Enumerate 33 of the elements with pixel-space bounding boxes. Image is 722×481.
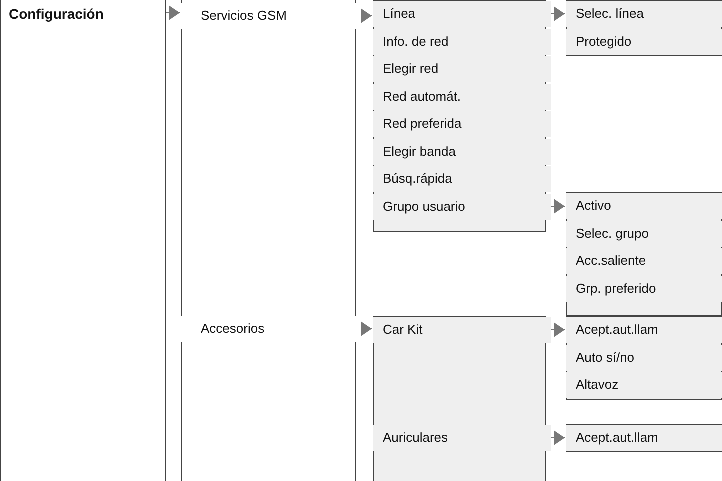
menu-item: Auto sí/no (566, 344, 722, 370)
submenu-panel (566, 192, 722, 316)
menu-item: Red automát. (373, 84, 551, 110)
menu-item: Elegir red (373, 56, 551, 82)
menu-item: Red preferida (373, 111, 551, 137)
menu-item: Protegido (566, 28, 722, 54)
menu-item: Selec. grupo (566, 220, 722, 246)
arrow (550, 199, 566, 214)
menu-item: Accesorios (181, 316, 361, 342)
menu-item: Grp. preferido (566, 276, 722, 302)
menu-item: Auriculares (373, 425, 551, 451)
menu-column: Configuración (0, 0, 166, 481)
arrow (164, 6, 180, 20)
arrow (360, 8, 372, 24)
menu-item: Búsq.rápida (373, 166, 551, 192)
menu-item: Acept.aut.llam (566, 317, 722, 343)
menu-item: Info. de red (373, 28, 551, 54)
menu-item: Elegir banda (373, 138, 551, 164)
menu-item: Acept.aut.llam (566, 425, 722, 451)
arrow (550, 430, 566, 446)
submenu-panel (566, 316, 722, 400)
arrow (550, 322, 566, 338)
menu-item: Activo (566, 193, 722, 219)
arrow (360, 322, 372, 336)
menu-item: Acc.saliente (566, 248, 722, 274)
submenu-panel (566, 0, 722, 56)
menu-item: Car Kit (373, 317, 551, 343)
menu-item: Servicios GSM (181, 3, 361, 29)
menu-item: Línea (373, 1, 551, 27)
menu-item: Selec. línea (566, 1, 722, 27)
menu-item: Grupo usuario (373, 194, 551, 220)
menu-item: Altavoz (566, 372, 722, 398)
arrow (550, 6, 566, 22)
